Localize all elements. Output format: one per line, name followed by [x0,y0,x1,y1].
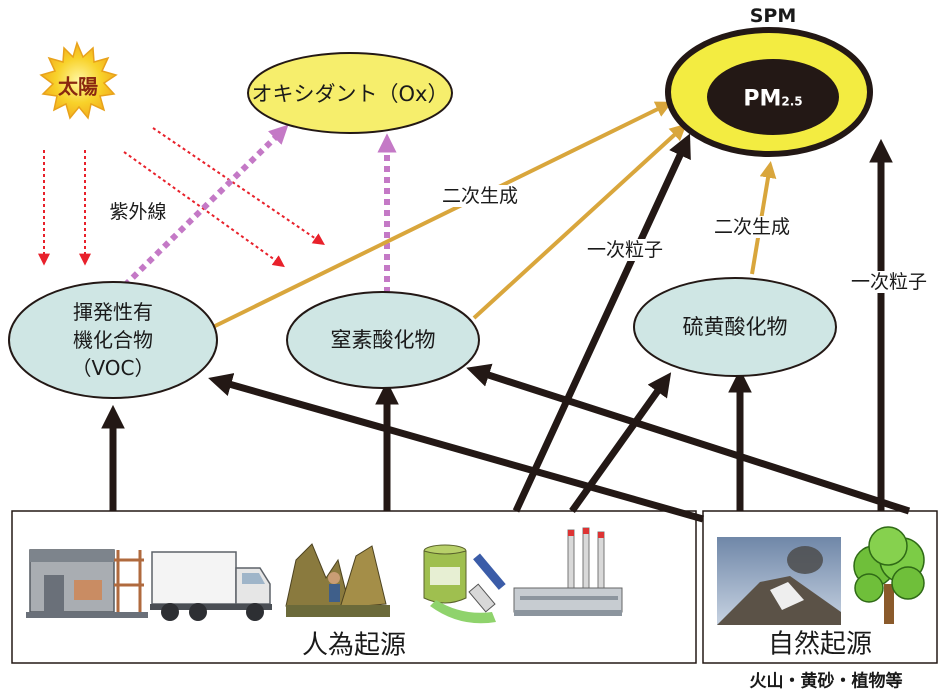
natural-to-nox-arrow [466,363,911,515]
primary-particles-label-1: 一次粒子 [584,239,666,261]
sox-label: 硫黄酸化物 [682,315,788,339]
secondary-formation-label-2: 二次生成 [711,216,793,238]
sun-label: 太陽 [58,74,98,99]
sox-node [633,277,837,377]
nox-label: 窒素酸化物 [330,328,436,352]
natural-to-voc-arrow [208,373,704,523]
pm25-label-sub: 2.5 [781,94,803,109]
anthropogenic-to-sox-arrow [569,372,672,514]
uv-arrow-4 [123,151,285,268]
oxidant-arrows [114,124,397,296]
voc-node [8,281,218,399]
pm25-node [707,59,839,135]
uv-arrow-3 [152,127,325,246]
volcano-icon [717,537,841,625]
truck-icon [150,551,272,621]
voc-label-line-2: 機化合物 [72,328,153,352]
voc-label-line-1: 揮発性有 [72,300,153,324]
incinerator-icon [26,549,148,618]
natural-examples-label: 火山・黄砂・植物等 [749,671,903,692]
paint-can-brush-icon [423,544,506,624]
voc-label: 揮発性有 機化合物 （VOC） [71,298,154,382]
nox-to-spm-arrow [472,123,687,320]
tree-icon [853,526,925,624]
sun-icon [39,40,118,120]
natural-label: 自然起源 [767,629,873,660]
pm25-label: PM2.5 [743,87,802,112]
oxidant-label: オキシダント（Ox） [251,82,449,106]
nox-node [286,291,480,389]
voc-to-spm-arrow [212,101,673,329]
spm-label: SPM [749,5,797,27]
pm25-label-main: PM [743,86,782,112]
voc-label-line-3: （VOC） [71,356,155,380]
oxidant-node [247,52,453,134]
anthropogenic-label: 人為起源 [301,630,407,661]
uv-arrows [38,127,325,268]
farming-icon [285,543,390,617]
voc-to-oxidant-arrow [114,124,289,296]
factory-icon [513,527,623,616]
uv-label: 紫外線 [107,201,169,223]
anthropogenic-to-spm-arrow [512,133,691,513]
sun-burst [39,40,118,120]
primary-arrows [101,133,911,523]
primary-particles-label-2: 一次粒子 [848,271,930,293]
secondary-formation-label-1: 二次生成 [439,185,521,207]
